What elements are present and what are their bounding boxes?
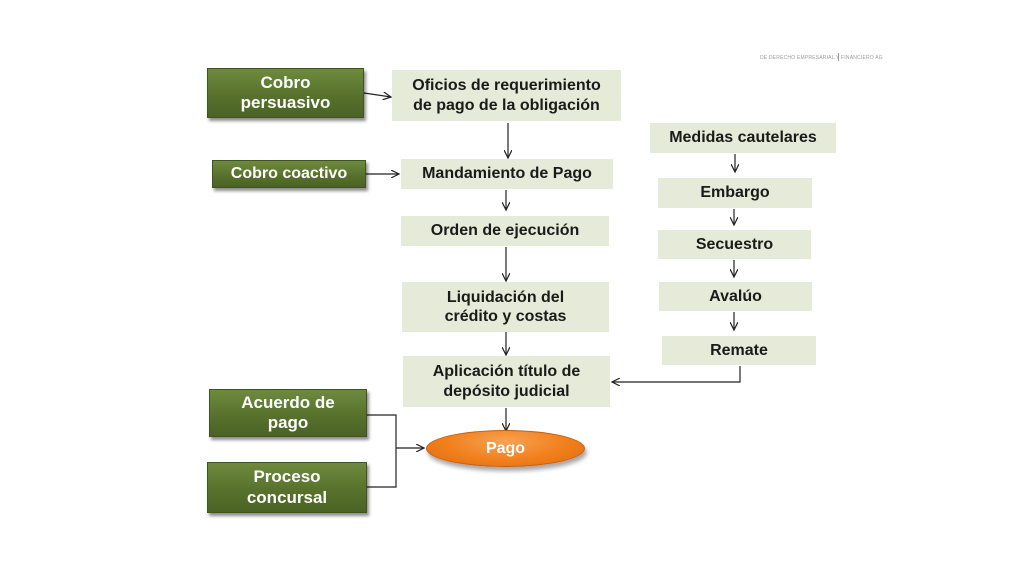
mandamiento-pago-box: Mandamiento de Pago [401, 159, 613, 189]
oficios-requerimiento-box: Oficios de requerimiento de pago de la o… [392, 70, 621, 121]
avaluo-box: Avalúo [659, 282, 812, 311]
header-divider [838, 53, 839, 61]
connector-acuerdo-bracket [367, 414, 397, 448]
pago-oval: Pago [426, 430, 585, 467]
secuestro-box: Secuestro [658, 230, 811, 259]
liquidacion-credito-box: Liquidación del crédito y costas [402, 282, 609, 332]
header-note: DE DERECHO EMPRESARIAL Y FINANCIERO AG [760, 55, 883, 61]
connector-proceso-bracket [367, 448, 397, 488]
proceso-concursal-box: Proceso concursal [207, 462, 367, 513]
embargo-box: Embargo [658, 178, 812, 208]
arrow-remate-to-aplicacion [612, 366, 741, 382]
acuerdo-pago-box: Acuerdo de pago [209, 389, 367, 437]
aplicacion-titulo-box: Aplicación título de depósito judicial [403, 356, 610, 407]
remate-box: Remate [662, 336, 816, 365]
cobro-persuasivo-box: Cobro persuasivo [207, 68, 364, 118]
cobro-coactivo-box: Cobro coactivo [212, 160, 366, 188]
medidas-cautelares-box: Medidas cautelares [650, 123, 836, 153]
arrow-persuasivo-to-oficios [363, 93, 391, 97]
orden-ejecucion-box: Orden de ejecución [401, 216, 609, 246]
